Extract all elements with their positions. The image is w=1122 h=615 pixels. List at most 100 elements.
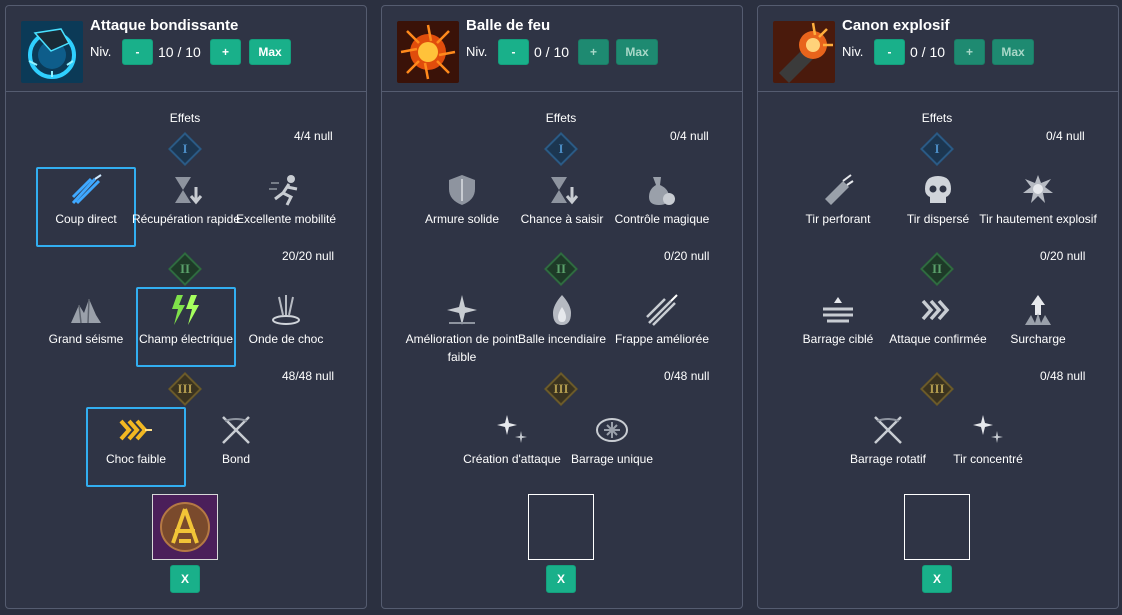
talent-grand-seisme[interactable]: Grand séisme — [36, 287, 136, 367]
crosshair-target-icon — [596, 418, 628, 442]
talent-label: Création d'attaque — [463, 452, 561, 466]
panel-header: Canon explosif Niv. - 0 / 10 + Max — [758, 6, 1118, 92]
talent-label: Tir perforant — [805, 212, 871, 226]
talent-label: Barrage unique — [570, 452, 654, 466]
skill-panel-canon-explosif: Canon explosif Niv. - 0 / 10 + Max Effet… — [757, 5, 1119, 609]
talent-label: Barrage rotatif — [849, 452, 927, 466]
talent-label: Amélioration de point faible — [405, 332, 519, 364]
skill-panel-attaque-bondissante: Attaque bondissante Niv. - 10 / 10 + Max… — [5, 5, 367, 609]
level-max-button[interactable]: Max — [616, 39, 658, 65]
talent-onde-de-choc[interactable]: Onde de choc — [236, 287, 336, 367]
talent-amelioration-point-faible[interactable]: Amélioration de point faible — [406, 287, 518, 367]
level-decrease-button[interactable]: - — [874, 39, 905, 65]
skill-title: Attaque bondissante — [90, 17, 239, 34]
rune-slot-empty[interactable] — [904, 494, 970, 560]
talent-frappe-amelioree[interactable]: Frappe améliorée — [612, 287, 712, 367]
effects-label: Effets — [545, 111, 577, 125]
talent-tir-concentre[interactable]: Tir concentré — [938, 407, 1038, 487]
talent-champ-electrique[interactable]: Champ électrique — [136, 287, 236, 367]
level-decrease-button[interactable]: - — [498, 39, 529, 65]
rune-slot[interactable] — [152, 494, 218, 560]
panel-header: Attaque bondissante Niv. - 10 / 10 + Max — [6, 6, 366, 92]
talent-label: Récupération rapide — [131, 212, 241, 226]
talent-label: Coup direct — [55, 212, 117, 226]
level-value: 0 / 10 — [910, 44, 946, 60]
skill-panel-balle-de-feu: Balle de feu Niv. - 0 / 10 + Max Effets … — [381, 5, 743, 609]
direct-strike-icon — [71, 174, 102, 205]
talent-label: Excellente mobilité — [235, 212, 337, 226]
rune-remove-button[interactable]: X — [922, 565, 952, 593]
tier-1-badge: I — [920, 132, 954, 166]
tier-2-count: 0/20 null — [1040, 249, 1086, 263]
fireball-skill-icon — [397, 21, 459, 83]
level-label: Niv. — [466, 44, 488, 59]
level-max-button[interactable]: Max — [249, 39, 291, 65]
explosive-cannon-skill-icon — [773, 21, 835, 83]
talent-choc-faible[interactable]: Choc faible — [86, 407, 186, 487]
tier-1-count: 0/4 null — [1046, 129, 1085, 143]
talent-label: Tir concentré — [953, 452, 1023, 466]
talent-recuperation-rapide[interactable]: Récupération rapide — [132, 167, 240, 247]
rune-slot-empty[interactable] — [528, 494, 594, 560]
talent-tir-disperse[interactable]: Tir dispersé — [888, 167, 988, 247]
tier-2-count: 0/20 null — [664, 249, 710, 263]
talent-barrage-cible[interactable]: Barrage ciblé — [788, 287, 888, 367]
talent-balle-incendiaire[interactable]: Balle incendiaire — [512, 287, 612, 367]
talent-tir-hautement-explosif[interactable]: Tir hautement explosif — [979, 167, 1097, 247]
tier-3-badge: III — [168, 372, 202, 406]
crossbow-icon — [222, 416, 250, 444]
chevron-arrows-icon — [921, 299, 950, 321]
talent-armure-solide[interactable]: Armure solide — [412, 167, 512, 247]
tier-1-count: 0/4 null — [670, 129, 709, 143]
talent-label: Tir dispersé — [906, 212, 970, 226]
tier-3-badge: III — [544, 372, 578, 406]
talent-controle-magique[interactable]: Contrôle magique — [612, 167, 712, 247]
talent-bond[interactable]: Bond — [186, 407, 286, 487]
level-value: 0 / 10 — [534, 44, 570, 60]
level-decrease-button[interactable]: - — [122, 39, 153, 65]
rune-remove-button[interactable]: X — [546, 565, 576, 593]
talent-barrage-unique[interactable]: Barrage unique — [562, 407, 662, 487]
panel-header: Balle de feu Niv. - 0 / 10 + Max — [382, 6, 742, 92]
shield-armor-icon — [449, 175, 475, 205]
talent-label: Contrôle magique — [614, 212, 710, 226]
explosion-skull-icon — [1023, 175, 1053, 203]
talent-label: Armure solide — [424, 212, 500, 226]
talent-label: Surcharge — [1010, 332, 1066, 346]
talent-surcharge[interactable]: Surcharge — [988, 287, 1088, 367]
talent-barrage-rotatif[interactable]: Barrage rotatif — [838, 407, 938, 487]
talent-excellente-mobilite[interactable]: Excellente mobilité — [236, 167, 336, 247]
leap-attack-skill-icon — [21, 21, 83, 83]
effects-label: Effets — [921, 111, 953, 125]
talent-creation-attaque[interactable]: Création d'attaque — [462, 407, 562, 487]
sparkle-burst-icon — [973, 415, 1003, 443]
skill-title: Balle de feu — [466, 17, 551, 34]
tier-2-badge: II — [920, 252, 954, 286]
lightning-bolts-icon — [172, 295, 199, 325]
talent-label: Barrage ciblé — [802, 332, 874, 346]
tier-3-count: 48/48 null — [282, 369, 335, 383]
talent-tir-perforant[interactable]: Tir perforant — [788, 167, 888, 247]
talent-attaque-confirmee[interactable]: Attaque confirmée — [888, 287, 988, 367]
talent-label: Frappe améliorée — [614, 332, 710, 346]
level-label: Niv. — [842, 44, 864, 59]
level-increase-button[interactable]: + — [210, 39, 241, 65]
level-value: 10 / 10 — [158, 44, 201, 60]
tier-1-count: 4/4 null — [294, 129, 333, 143]
running-figure-icon — [269, 175, 298, 206]
level-increase-button[interactable]: + — [578, 39, 609, 65]
level-max-button[interactable]: Max — [992, 39, 1034, 65]
level-increase-button[interactable]: + — [954, 39, 985, 65]
tier-2-count: 20/20 null — [282, 249, 335, 263]
crossbow-icon — [874, 416, 902, 444]
talent-chance-a-saisir[interactable]: Chance à saisir — [512, 167, 612, 247]
skill-title: Canon explosif — [842, 17, 950, 34]
upward-burst-icon — [1025, 295, 1051, 325]
rune-remove-button[interactable]: X — [170, 565, 200, 593]
talent-label: Onde de choc — [248, 332, 324, 346]
talent-coup-direct[interactable]: Coup direct — [36, 167, 136, 247]
skull-icon — [925, 176, 951, 203]
target-lines-icon — [823, 297, 853, 323]
talent-label: Choc faible — [105, 452, 167, 466]
hourglass-arrow-icon — [551, 177, 579, 205]
